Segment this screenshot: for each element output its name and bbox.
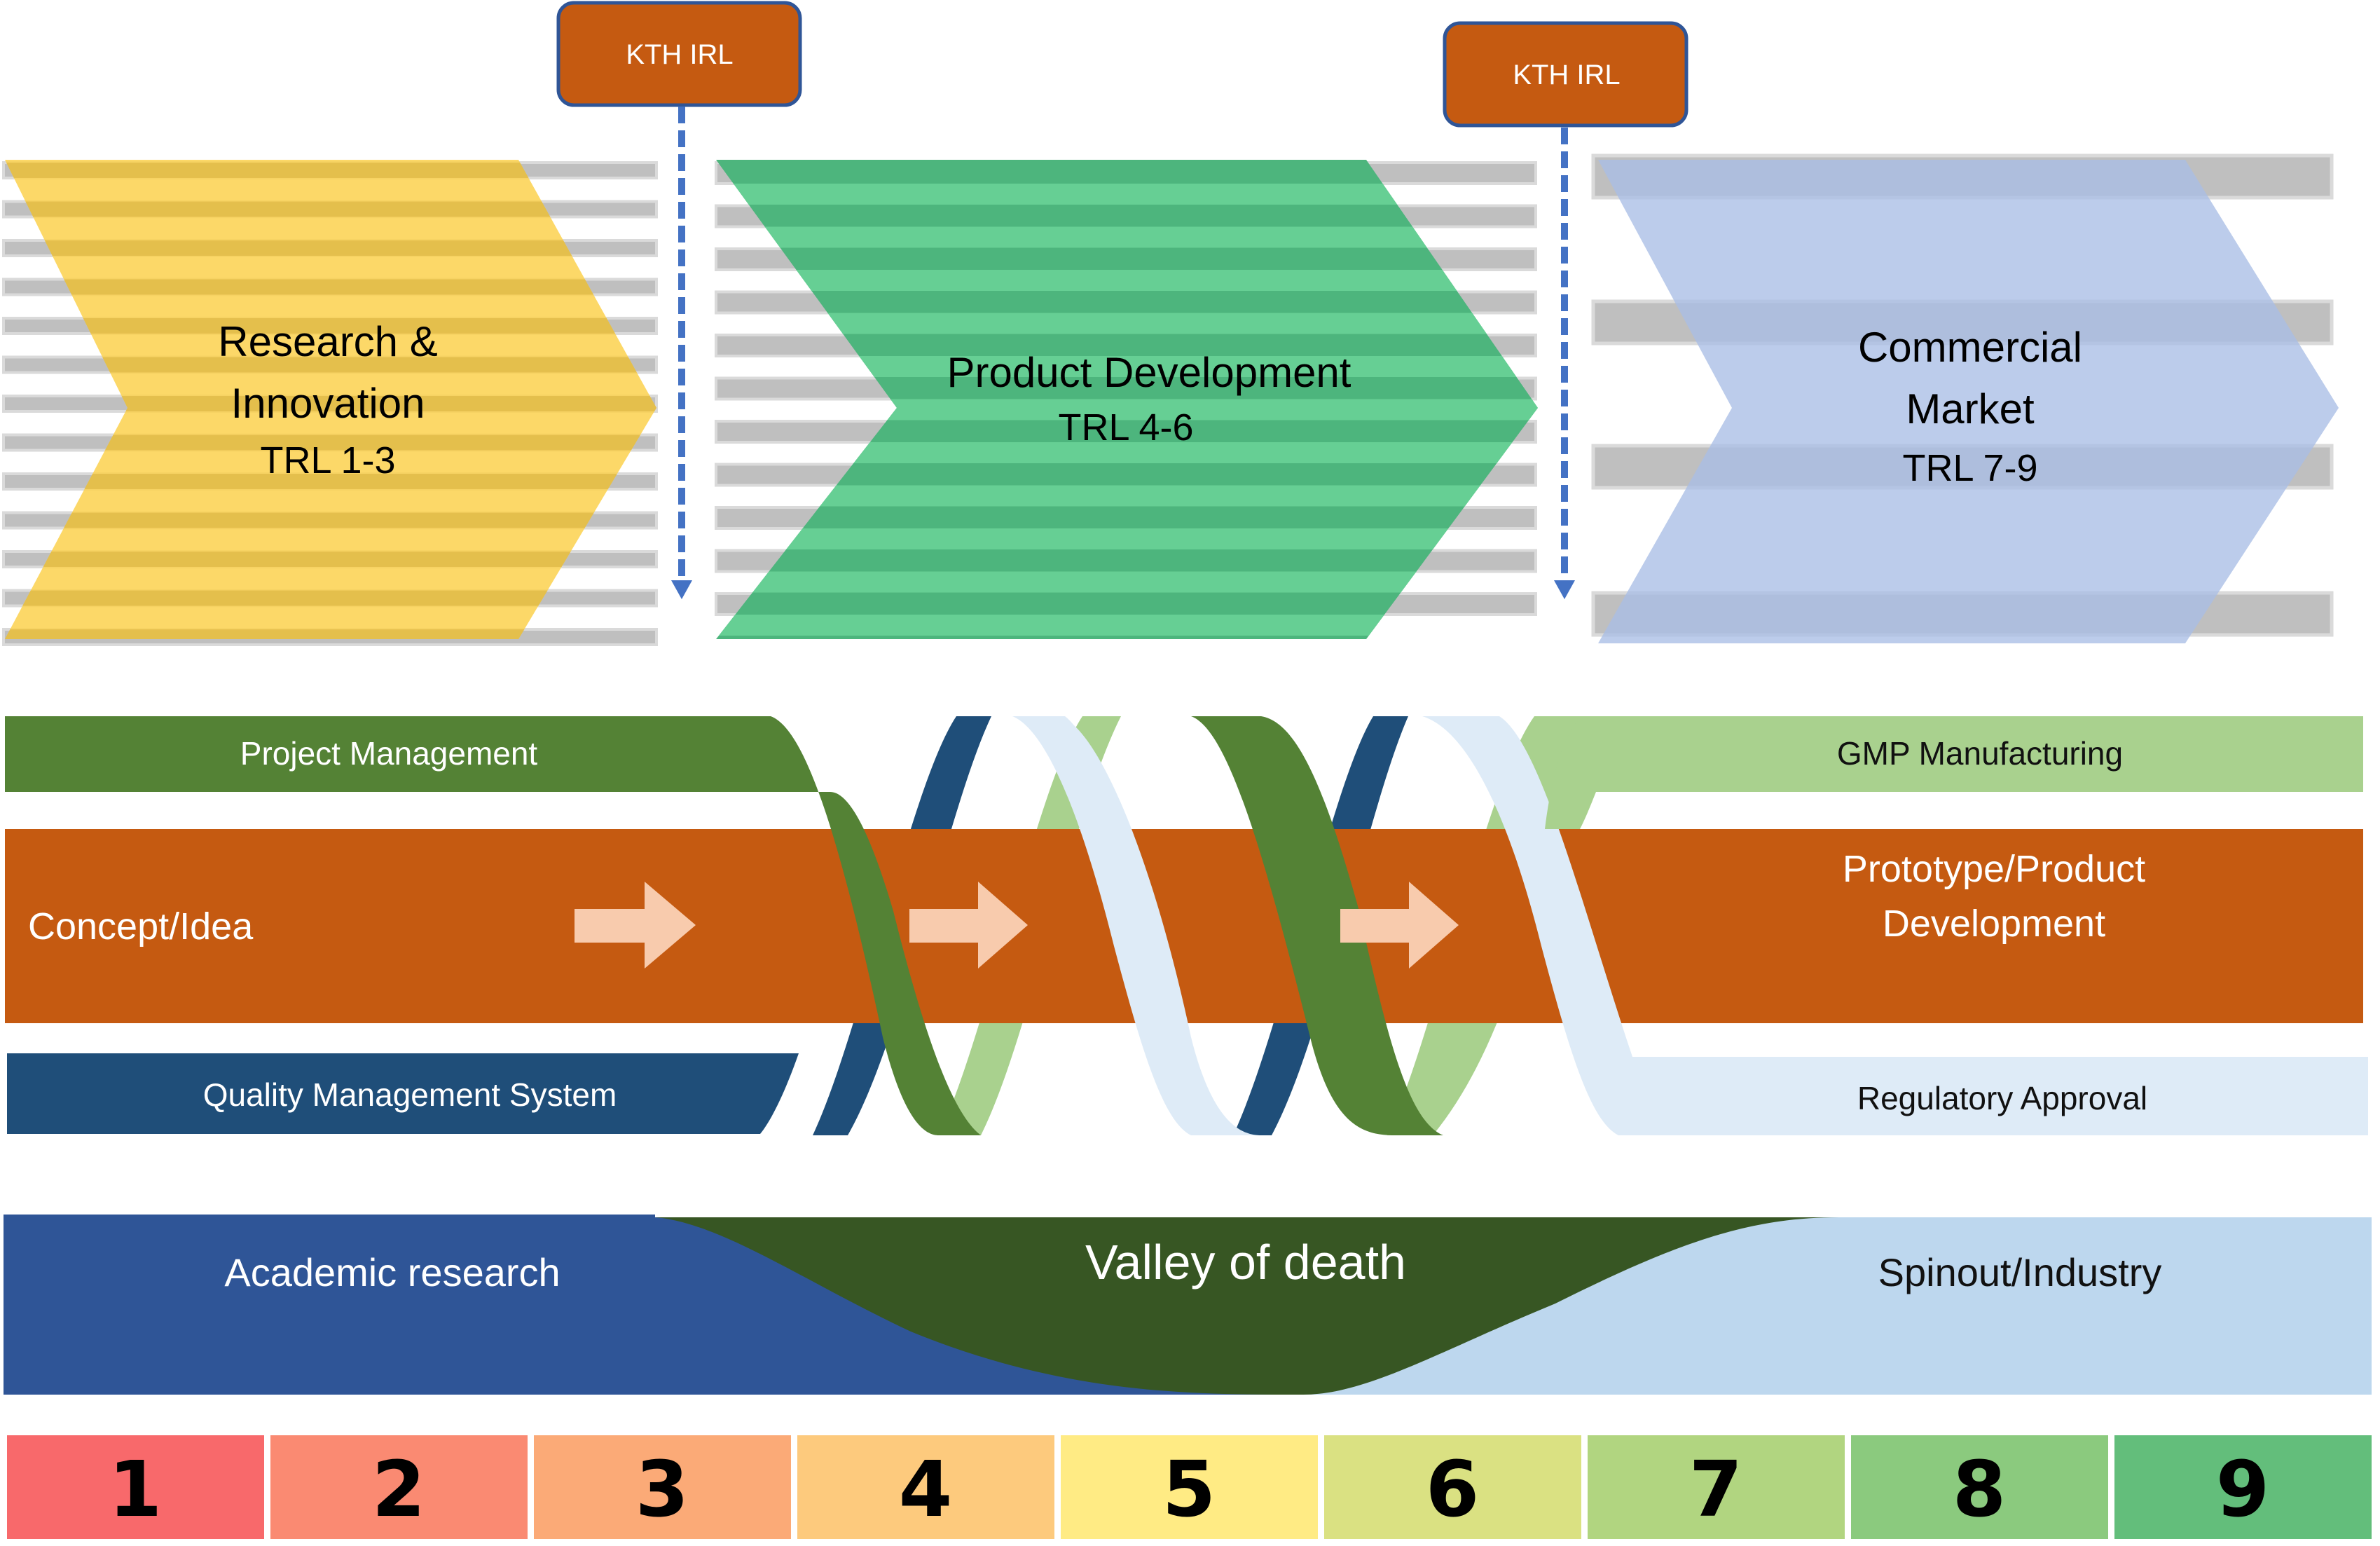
phase-title-line-2: Innovation — [231, 380, 425, 427]
trl-level-9: 9 — [2114, 1435, 2372, 1539]
trl-number: 7 — [1689, 1444, 1743, 1534]
project-management-label: Project Management — [240, 735, 538, 772]
trl-level-5: 5 — [1061, 1435, 1318, 1539]
irl-gate-2: KTH IRL — [1443, 21, 1688, 599]
trl-level-3: 3 — [534, 1435, 791, 1539]
arrow-right-icon — [575, 882, 696, 969]
trl-number: 6 — [1426, 1444, 1480, 1534]
valley-of-death-label: Valley of death — [1085, 1235, 1406, 1290]
chevron-band — [716, 184, 1538, 205]
chevron-band — [716, 485, 1538, 507]
irl-gate-box — [556, 1, 802, 107]
trl-scale: 1 2 3 4 5 6 7 8 9 — [7, 1435, 2372, 1539]
irl-gate-label: KTH IRL — [626, 39, 733, 70]
trl-level-1: 1 — [7, 1435, 264, 1539]
chevron-band — [5, 318, 656, 334]
chevron-band — [716, 571, 1538, 593]
trl-level-7: 7 — [1588, 1435, 1845, 1539]
phase-subtitle: TRL 1-3 — [260, 439, 395, 481]
chevron-band — [5, 396, 656, 411]
strand-pm-front-2 — [1142, 716, 1443, 1135]
chevron-band — [5, 629, 656, 639]
arrow-right-icon — [1340, 882, 1459, 969]
trl-box — [1061, 1435, 1318, 1539]
phase-title-line-1: Research & — [218, 318, 437, 365]
chevron-band — [5, 240, 656, 256]
gmp-manufacturing-label: GMP Manufacturing — [1837, 735, 2123, 772]
industry-curve — [1303, 1217, 1839, 1395]
spinout-industry-label: Spinout/Industry — [1878, 1250, 2162, 1294]
strand-regulatory-front-1b — [1012, 716, 1254, 1135]
trl-box — [1588, 1435, 1845, 1539]
chevron-band — [5, 552, 656, 567]
regulatory-approval-label: Regulatory Approval — [1857, 1080, 2147, 1116]
irl-gate-box — [1443, 21, 1688, 128]
valley-left-edge — [1303, 1217, 1839, 1395]
funding-landscape: Academic research Valley of death Spinou… — [4, 1215, 2372, 1395]
stream-project-management-bar — [5, 716, 981, 1135]
chevron-band — [5, 201, 656, 217]
arrow-down-icon — [1554, 580, 1575, 599]
phase-title-line-1: Commercial — [1858, 324, 2082, 371]
trl-box — [7, 1435, 264, 1539]
quality-management-label: Quality Management System — [203, 1076, 617, 1113]
trl-number: 2 — [372, 1444, 426, 1534]
chevron-band — [5, 279, 656, 295]
arrow-right-icon — [909, 882, 1028, 969]
chevron-band — [5, 357, 656, 373]
trl-number: 3 — [635, 1444, 689, 1534]
chevron-band — [5, 512, 656, 528]
trl-number: 9 — [2216, 1444, 2270, 1534]
core-bar — [5, 829, 2363, 1023]
chevron-commercial — [1598, 160, 2339, 643]
phase-subtitle: TRL 4-6 — [1058, 406, 1193, 449]
prototype-product-label-line-1: Prototype/Product — [1843, 848, 2145, 890]
development-streams: Project Management Concept/Idea Quality … — [5, 716, 2368, 1135]
chevron-band — [5, 474, 656, 489]
academic-research-label: Academic research — [224, 1250, 560, 1294]
stream-gmp-manufacturing-bar — [1545, 716, 2363, 829]
trl-box — [2114, 1435, 2372, 1539]
trl-box — [270, 1435, 528, 1539]
trl-number: 5 — [1162, 1444, 1216, 1534]
irl-gate-label: KTH IRL — [1513, 60, 1620, 90]
chevron-band — [716, 270, 1538, 291]
arrow-down-icon — [671, 580, 692, 599]
trl-box — [1324, 1435, 1581, 1539]
concept-idea-label: Concept/Idea — [28, 905, 254, 948]
trl-level-4: 4 — [797, 1435, 1054, 1539]
trl-box — [797, 1435, 1054, 1539]
chevron-band — [716, 226, 1538, 248]
academic-zone — [4, 1215, 1303, 1395]
chevron-band — [5, 590, 656, 606]
trl-level-8: 8 — [1851, 1435, 2108, 1539]
trl-level-2: 2 — [270, 1435, 528, 1539]
trl-number: 8 — [1953, 1444, 2007, 1534]
stream-regulatory-approval-bar — [1457, 716, 2368, 1135]
trl-box — [1851, 1435, 2108, 1539]
chevron-band — [5, 435, 656, 451]
irl-gate-1: KTH IRL — [556, 1, 802, 599]
phase-research-innovation: Research & Innovation TRL 1-3 — [5, 160, 656, 639]
phase-title-line-1: Product Development — [947, 349, 1351, 396]
trl-number: 4 — [899, 1444, 953, 1534]
stream-quality-management-bar — [7, 1053, 799, 1134]
chevron-band — [5, 163, 656, 178]
trl-box — [534, 1435, 791, 1539]
phase-commercial-market: Commercial Market TRL 7-9 — [1598, 160, 2339, 643]
chevron-band — [716, 313, 1538, 334]
chevron-band — [716, 615, 1538, 636]
strand-regulatory-front-1 — [977, 716, 1261, 1135]
phase-subtitle: TRL 7-9 — [1902, 447, 2037, 489]
prototype-product-label-line-2: Development — [1883, 903, 2105, 945]
chevron-band — [716, 528, 1538, 549]
trl-level-6: 6 — [1324, 1435, 1581, 1539]
trl-number: 1 — [109, 1444, 163, 1534]
phase-title-line-2: Market — [1906, 385, 2035, 432]
